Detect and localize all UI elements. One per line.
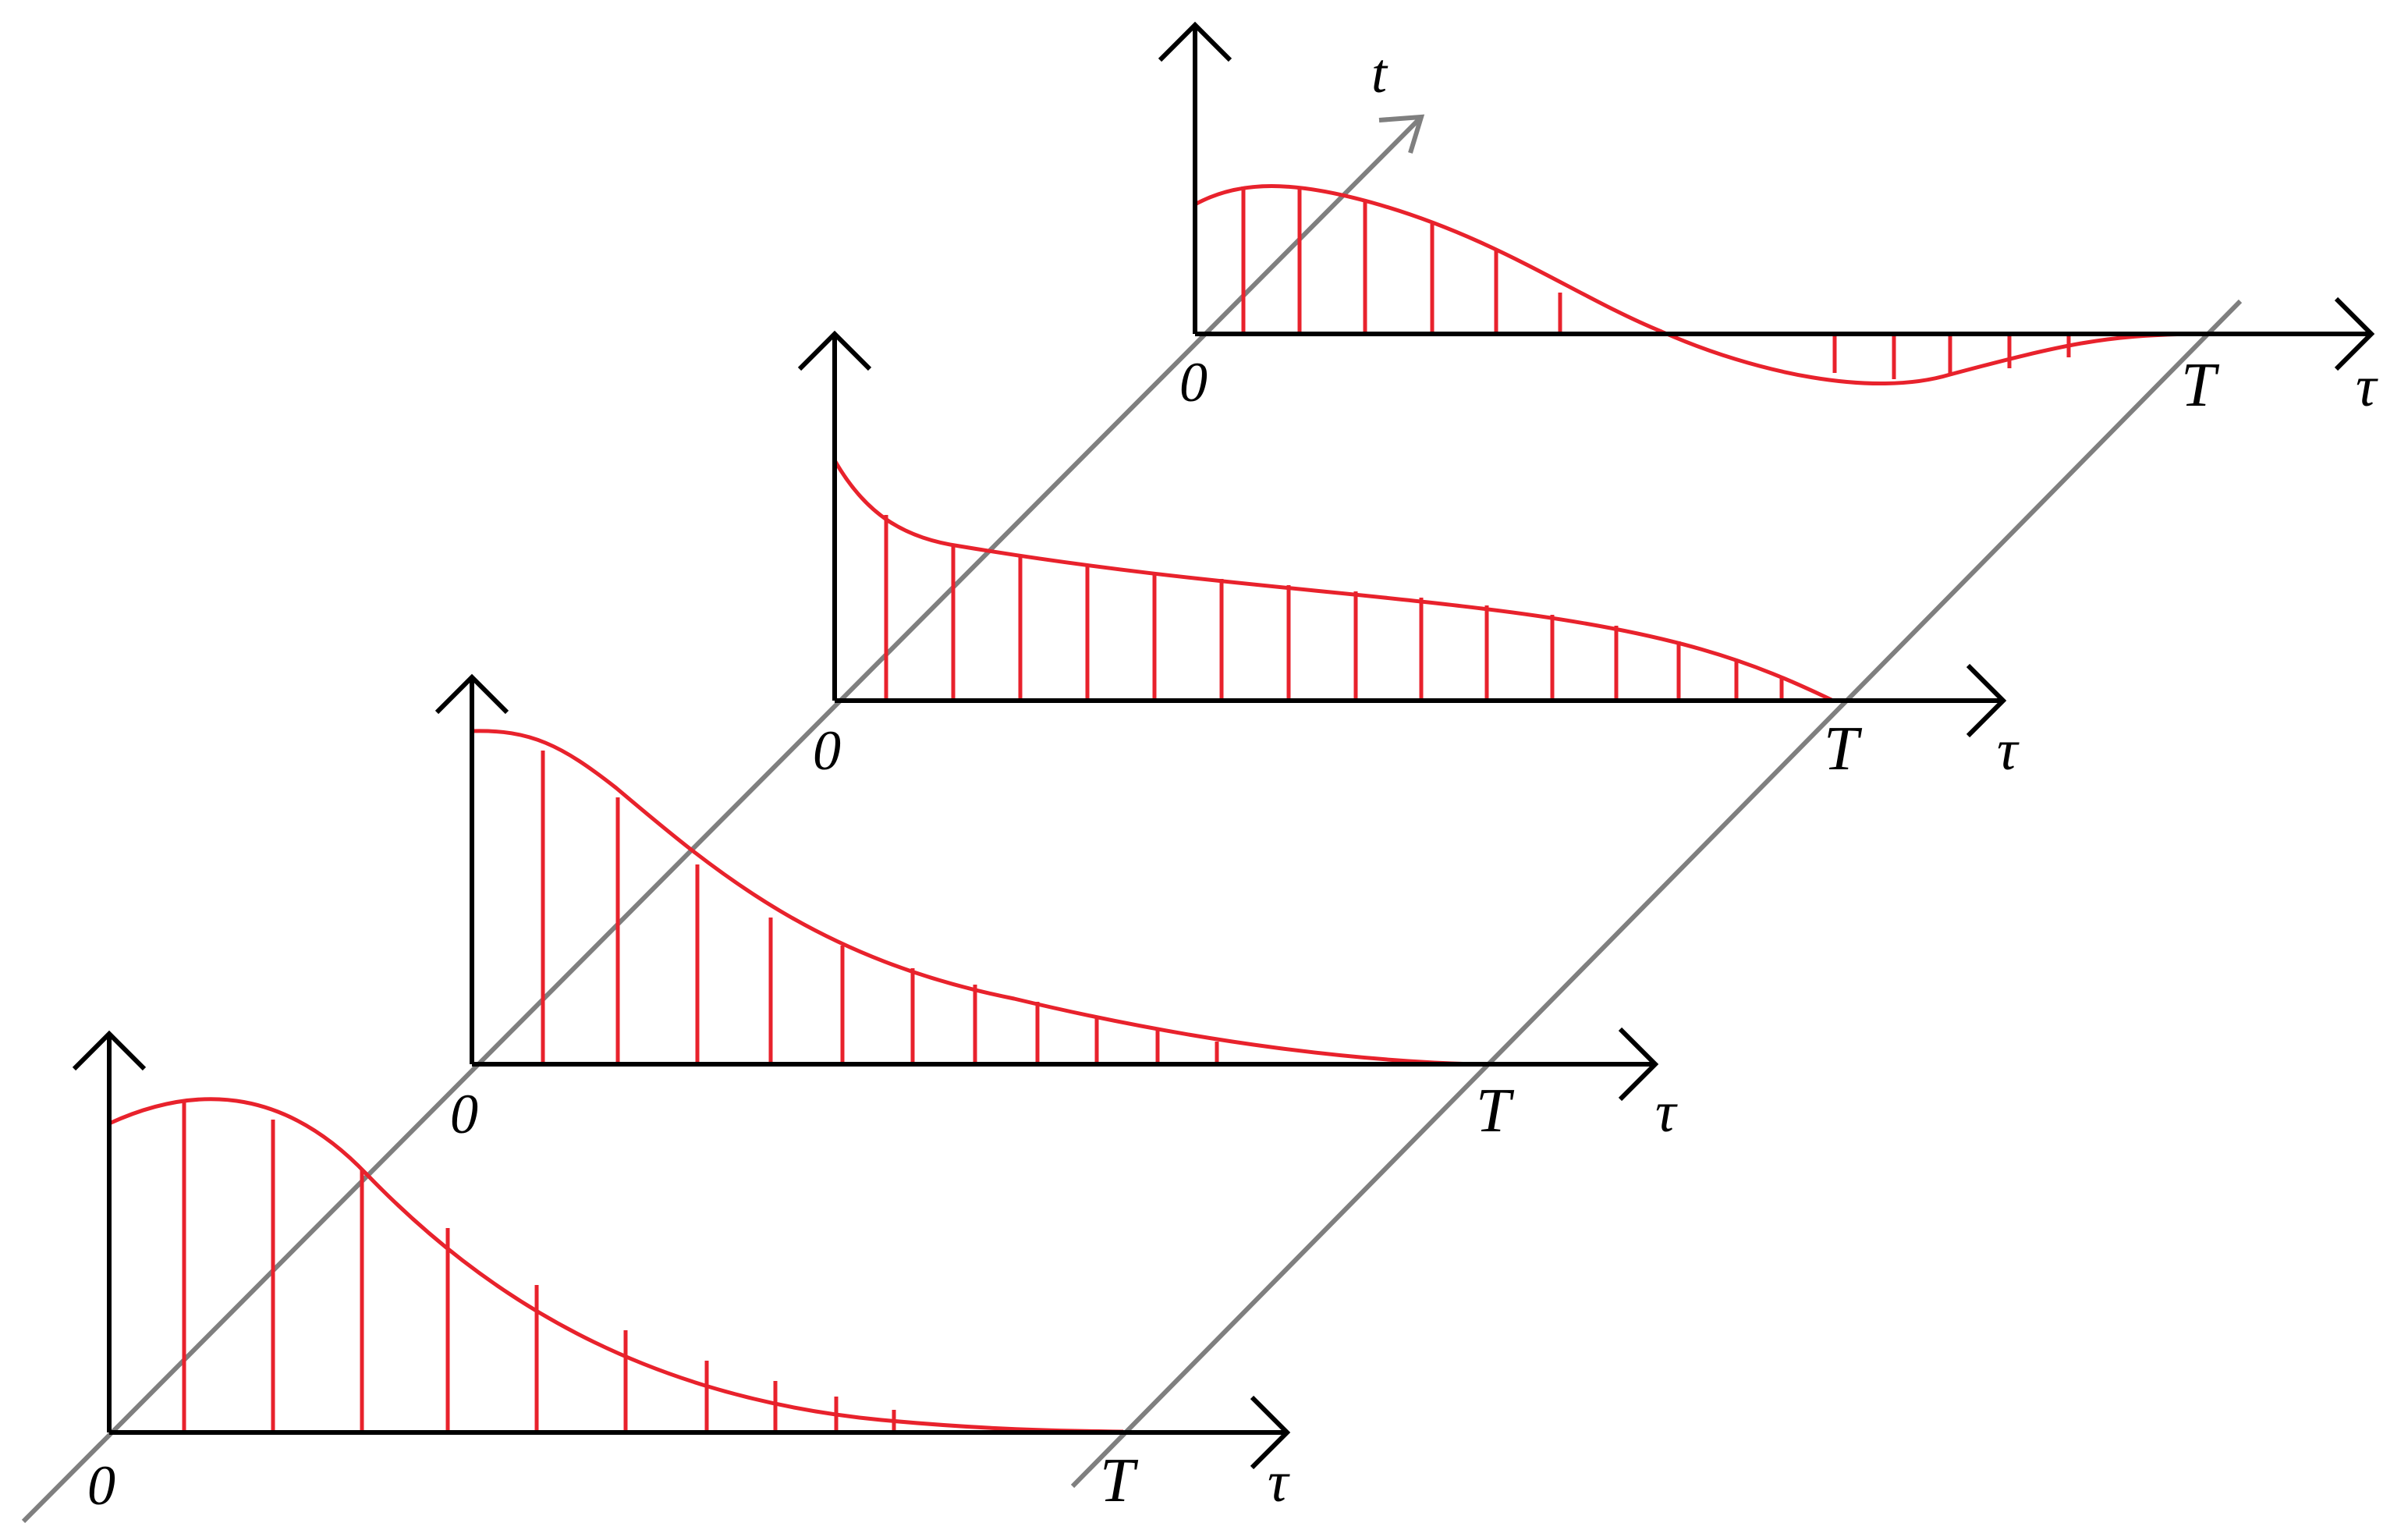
tau-axis-arrowhead [1618, 1027, 1659, 1102]
time-axis-arrowhead [1378, 114, 1425, 154]
time-axis-label: t [1371, 42, 1388, 105]
panel-4: 0 T τ [1158, 21, 2378, 420]
vertical-axis-arrowhead [72, 1030, 147, 1071]
end-label: T [1100, 1446, 1139, 1515]
time-axis-line [21, 115, 1424, 1524]
tau-axis-arrowhead [1966, 663, 2007, 738]
profile-curve [832, 459, 1835, 703]
panel-1: 0 T τ [72, 1030, 1291, 1517]
origin-label: 0 [813, 719, 841, 782]
tau-axis-label: τ [2356, 355, 2378, 419]
vertical-axis-arrowhead [434, 673, 509, 715]
profile-ordinates [884, 515, 1784, 701]
origin-label: 0 [1179, 351, 1208, 414]
end-guide-line [1070, 299, 2243, 1489]
vertical-axis-arrowhead [1158, 21, 1232, 62]
profile-curve [108, 1097, 1124, 1434]
tau-axis-arrowhead [1250, 1395, 1291, 1470]
panel-2: 0 T τ [434, 673, 1678, 1145]
vertical-axis-arrowhead [797, 330, 872, 371]
tau-axis-arrowhead [2334, 296, 2375, 371]
profile-ordinates [1241, 186, 2071, 379]
end-label: T [1824, 715, 1863, 783]
origin-label: 0 [87, 1454, 115, 1517]
tau-axis-label: τ [1268, 1450, 1290, 1514]
tau-axis-label: τ [1655, 1081, 1678, 1145]
profile-ordinates [182, 1102, 896, 1432]
time-guides [21, 114, 2243, 1524]
end-label: T [1476, 1077, 1515, 1145]
tau-axis-label: τ [1997, 719, 2020, 783]
origin-label: 0 [450, 1083, 478, 1145]
profile-curve [471, 729, 1475, 1067]
profile-curve [1193, 184, 2193, 386]
profile-ordinates [541, 751, 1219, 1064]
panel-3: 0 T τ [797, 330, 2020, 783]
end-label: T [2181, 351, 2220, 420]
